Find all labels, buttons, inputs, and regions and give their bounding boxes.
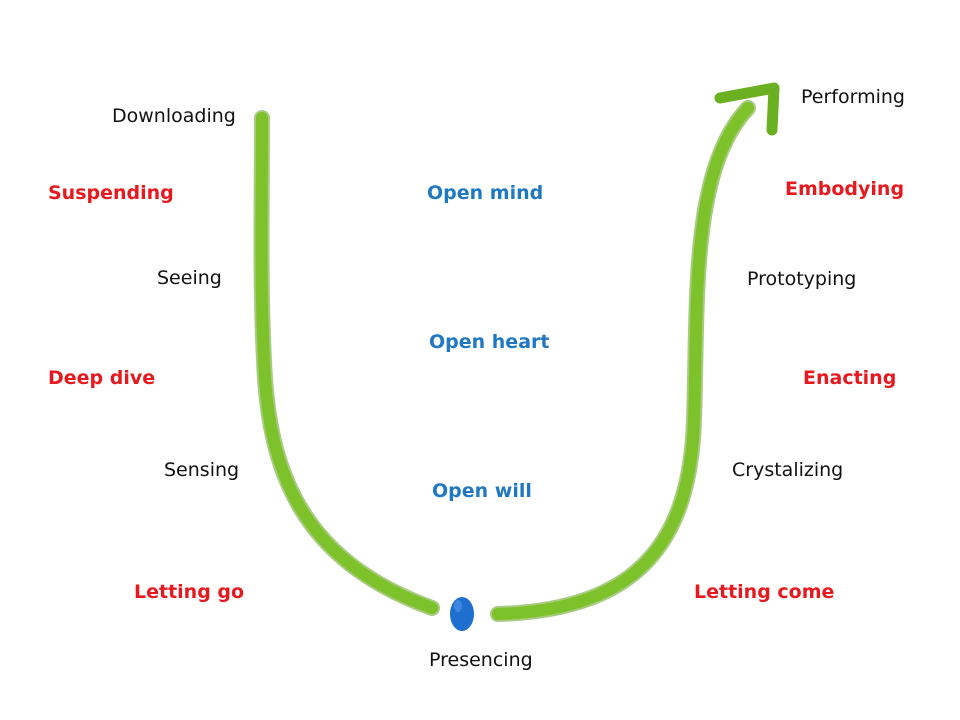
open-heart-label: Open heart	[429, 331, 550, 353]
action-letting-go: Letting go	[134, 581, 245, 603]
open-mind-label: Open mind	[427, 182, 544, 204]
stage-seeing: Seeing	[157, 267, 222, 289]
action-letting-come: Letting come	[694, 581, 835, 603]
action-suspending: Suspending	[48, 182, 174, 204]
action-deep-dive: Deep dive	[48, 367, 156, 389]
stage-prototyping: Prototyping	[747, 268, 857, 290]
stage-presencing: Presencing	[429, 649, 533, 671]
presencing-dot-icon	[450, 597, 474, 631]
arrow-head-icon	[714, 82, 780, 136]
right-ascent-stroke-highlight	[492, 102, 754, 620]
stage-crystalizing: Crystalizing	[732, 459, 844, 481]
presencing-dot-shine	[454, 600, 462, 612]
action-embodying: Embodying	[785, 178, 905, 200]
stage-sensing: Sensing	[164, 459, 240, 481]
stage-performing: Performing	[801, 86, 905, 108]
open-will-label: Open will	[432, 480, 532, 502]
left-descent-stroke	[253, 110, 440, 616]
stage-downloading: Downloading	[112, 105, 236, 127]
left-descent-stroke-highlight	[255, 112, 438, 614]
action-enacting: Enacting	[803, 367, 897, 389]
